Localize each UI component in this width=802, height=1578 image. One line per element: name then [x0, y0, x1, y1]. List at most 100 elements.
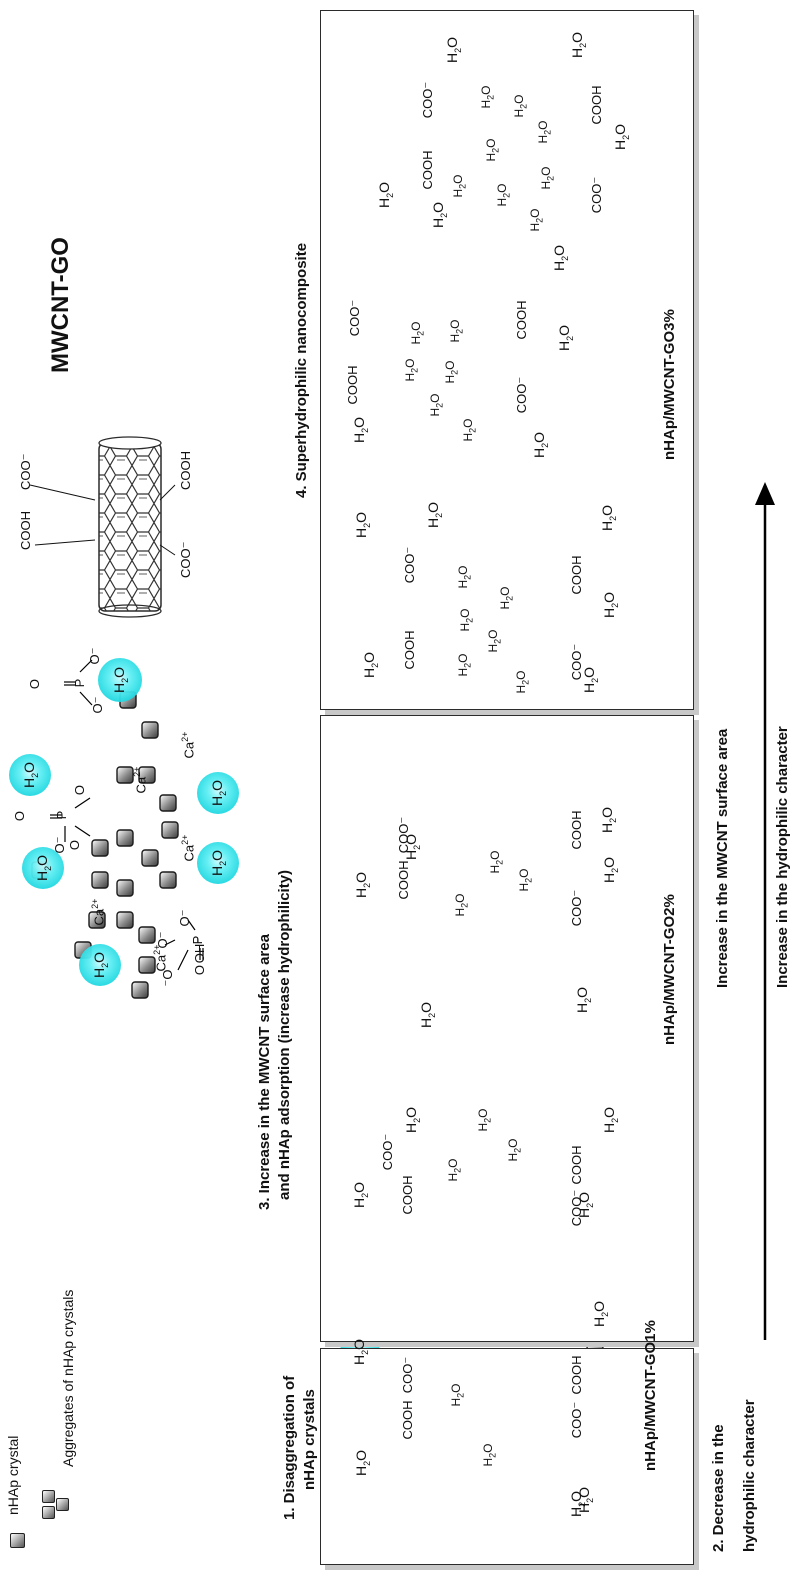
water-formula: H2O [376, 181, 395, 209]
water-formula: H2O [599, 504, 618, 532]
nhap-crystal [116, 766, 134, 784]
nhap-crystal [159, 794, 177, 812]
panel-3-step: 4. Superhydrophilic nanocomposite [293, 242, 310, 498]
functional-group-label: COOH [569, 555, 584, 595]
functional-group-label: COOH [514, 300, 529, 340]
water-formula: H2O [556, 324, 575, 352]
legend-aggregate-icon [42, 1490, 72, 1520]
ion-label: O⁻ [155, 931, 170, 949]
water-formula: H2O [484, 138, 501, 162]
water-formula: H2O [353, 871, 372, 899]
water-formula: H2O [528, 208, 545, 232]
panel-1-sample: nHAp/MWCNT-GO1% [642, 1320, 659, 1471]
water-formula: H2O [430, 201, 449, 229]
nhap-crystal [159, 871, 177, 889]
water-formula: H2O [551, 244, 570, 272]
water-formula: H2O [601, 856, 620, 884]
water-formula: H2O [209, 849, 228, 877]
functional-group-label: COO⁻ [400, 1356, 415, 1394]
functional-group-label: COO⁻ [347, 299, 362, 337]
water-formula: H2O [601, 591, 620, 619]
panel-3 [320, 10, 694, 710]
water-formula: H2O [512, 94, 529, 118]
water-molecule [197, 772, 239, 814]
panel-3-sample: nHAp/MWCNT-GO3% [661, 309, 678, 460]
water-formula: H2O [353, 511, 372, 539]
water-formula: H2O [601, 1106, 620, 1134]
panel-2 [320, 715, 694, 1342]
water-formula: H2O [443, 360, 460, 384]
functional-group-label: COO⁻ [514, 376, 529, 414]
ion-label: O⁻ [87, 647, 102, 665]
functional-group-label: COOH [569, 1145, 584, 1185]
nhap-crystal [116, 911, 134, 929]
legend-aggregate-label: Aggregates of nHAp crystals [60, 1289, 76, 1467]
water-molecule [9, 754, 51, 796]
nhap-crystal [88, 911, 106, 929]
water-formula: H2O [449, 1383, 466, 1407]
bond-line [29, 484, 96, 501]
functional-group-label: COO⁻ [402, 546, 417, 584]
water-formula: H2O [479, 85, 496, 109]
water-formula: H2O [591, 1300, 610, 1328]
water-formula: H2O [488, 850, 505, 874]
functional-group-label: COOH [400, 1175, 415, 1215]
water-formula: H2O [576, 1191, 595, 1219]
functional-group-label: COOH [400, 1400, 415, 1440]
decrease-label-line-1: 2. Decrease in the [710, 1424, 727, 1552]
water-formula: H2O [486, 629, 503, 653]
ion-label: O [27, 678, 42, 690]
water-formula: H2O [209, 779, 228, 807]
water-formula: H2O [514, 670, 531, 694]
water-formula: H2O [456, 565, 473, 589]
bond-line [159, 484, 176, 501]
bond-line [34, 539, 96, 546]
water-formula: H2O [353, 1449, 372, 1477]
water-formula: H2O [481, 1443, 498, 1467]
water-formula: H2O [418, 1001, 437, 1029]
panel-1-step-line-1: 1. Disaggregation of [281, 1375, 298, 1520]
water-formula: H2O [403, 833, 422, 861]
functional-group-label: COO⁻ [420, 81, 435, 119]
ion-label: Ca2+ [132, 766, 149, 794]
increase-area-label: Increase in the MWCNT surface area [714, 728, 731, 988]
ion-label: Ca2+ [90, 898, 107, 926]
nhap-crystal [161, 821, 179, 839]
nhap-crystal [91, 871, 109, 889]
water-formula: H2O [403, 1106, 422, 1134]
water-formula: H2O [444, 36, 463, 64]
ion-label: O⁻ [90, 696, 105, 714]
nanotube [98, 436, 162, 618]
water-formula: H2O [581, 666, 600, 694]
legend-crystal-icon [10, 1533, 25, 1548]
water-formula: H2O [91, 951, 110, 979]
water-formula: H2O [569, 31, 588, 59]
nhap-crystal [91, 839, 109, 857]
panel-2-step-line-2: and nHAp adsorption (increase hydrophili… [276, 869, 293, 1200]
ion-label: ⁻O [160, 969, 175, 987]
top-group-coo-1: COO⁻ [18, 453, 33, 490]
legend-crystal-label: nHAp crystal [5, 1435, 21, 1515]
water-formula: H2O [476, 1108, 493, 1132]
water-formula: H2O [574, 986, 593, 1014]
panel-2-sample: nHAp/MWCNT-GO2% [661, 894, 678, 1045]
top-group-cooh-2: COOH [178, 451, 193, 490]
panel-1-step-line-2: nHAp crystals [301, 1389, 318, 1490]
water-formula: H2O [409, 321, 426, 345]
water-formula: H2O [539, 166, 556, 190]
water-formula: H2O [458, 608, 475, 632]
water-formula: H2O [361, 651, 380, 679]
water-formula: H2O [451, 174, 468, 198]
water-formula: H2O [111, 666, 130, 694]
water-formula: H2O [461, 418, 478, 442]
functional-group-label: COOH [589, 85, 604, 125]
functional-group-label: COOH [569, 810, 584, 850]
bond-line [159, 544, 176, 556]
increase-hydro-label: Increase in the hydrophilic character [774, 726, 791, 988]
nhap-crystal [138, 926, 156, 944]
water-formula: H2O [576, 1486, 595, 1514]
functional-group-label: COOH [569, 1355, 584, 1395]
ion-label: O [12, 810, 27, 822]
water-formula: H2O [403, 358, 420, 382]
